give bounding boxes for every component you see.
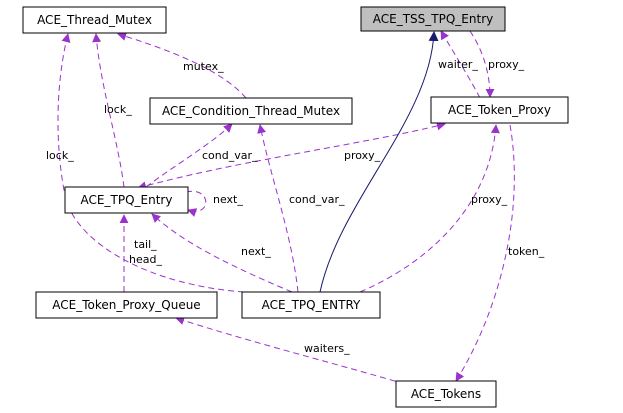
edge-labels: mutex_ lock_ lock_ waiter_ proxy_ cond_v… [46,58,545,355]
node-label: ACE_Token_Proxy [448,103,551,117]
edge-next-caps [151,213,293,293]
node-label: ACE_Thread_Mutex [37,13,152,27]
edge-mutex [117,32,247,99]
node-ace-tss-tpq-entry[interactable]: ACE_TSS_TPQ_Entry [360,6,506,32]
label-next-self: next_ [213,193,243,206]
edge-inheritance [319,31,439,293]
label-lock-inner: lock_ [104,103,132,116]
label-proxy-entry: proxy_ [344,149,381,162]
label-mutex: mutex_ [183,60,224,73]
edge-proxy-entry [137,121,446,191]
node-label: ACE_Token_Proxy_Queue [52,298,200,312]
label-token: token_ [508,245,545,258]
node-label: ACE_TSS_TPQ_Entry [373,12,493,26]
edge-waiter [440,30,481,99]
node-ace-tpq-entry[interactable]: ACE_TPQ_Entry [64,186,189,214]
node-ace-condition-thread-mutex[interactable]: ACE_Condition_Thread_Mutex [149,97,353,125]
edge-next-self [185,190,207,217]
node-ace-token-proxy-queue[interactable]: ACE_Token_Proxy_Queue [35,291,218,319]
label-cond-var-entry: cond_var_ [202,149,258,162]
edge-proxy-tss [469,30,495,98]
edge-waiters [175,316,406,385]
edge-token [455,124,515,382]
label-head: head_ [129,253,162,266]
label-proxy-tss: proxy_ [488,58,525,71]
node-ace-tpq-entry-caps[interactable]: ACE_TPQ_ENTRY [241,291,381,319]
label-lock-outer: lock_ [46,149,74,162]
node-label: ACE_Condition_Thread_Mutex [162,104,340,118]
edge-cond-var-caps [257,124,299,293]
node-label: ACE_Tokens [411,387,481,401]
edge-proxy-caps [359,124,500,293]
label-waiter: waiter_ [438,58,478,71]
node-label: ACE_TPQ_ENTRY [262,298,361,312]
node-ace-thread-mutex[interactable]: ACE_Thread_Mutex [22,6,167,34]
label-next-caps: next_ [241,245,271,258]
node-ace-tokens[interactable]: ACE_Tokens [395,380,497,408]
edges [57,30,515,385]
label-proxy-caps: proxy_ [471,193,508,206]
label-tail: tail_ [134,238,157,251]
node-label: ACE_TPQ_Entry [81,193,173,207]
node-ace-token-proxy[interactable]: ACE_Token_Proxy [430,96,569,124]
nodes: ACE_Thread_Mutex ACE_TSS_TPQ_Entry ACE_C… [22,6,569,408]
label-waiters: waiters_ [304,342,350,355]
label-cond-var-caps: cond_var_ [289,193,345,206]
